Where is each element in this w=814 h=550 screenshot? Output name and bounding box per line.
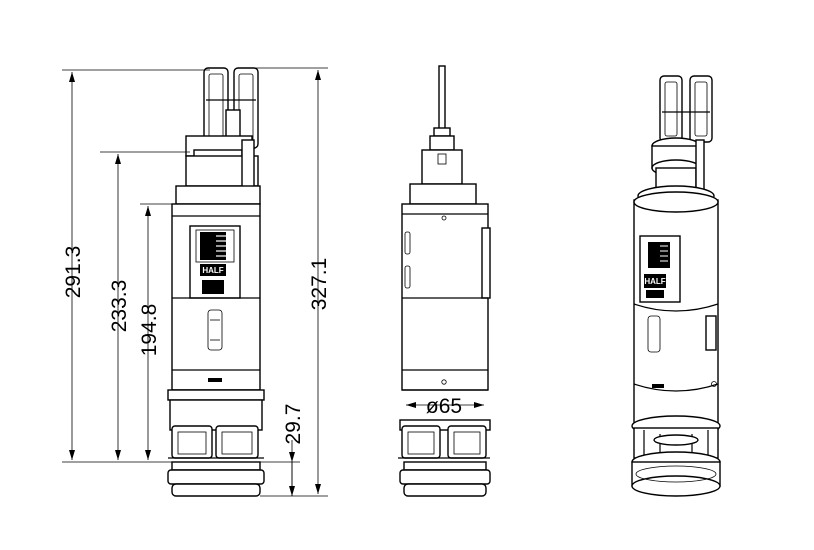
dim-body-height: 194.8 [138,304,161,357]
side-view: ø65 [398,65,491,497]
iso-half-label: HALF [644,277,665,286]
dim-total-height: 291.3 [62,246,85,299]
isometric-view: HALF [631,75,721,497]
dim-overall-height: 327.1 [308,258,331,311]
front-lower-cage [167,389,265,459]
front-view: HALF [167,67,265,497]
dim-upper-height: 233.3 [108,280,131,333]
dimension-lines-left [62,67,328,497]
front-main-body: HALF [171,203,261,391]
front-base-seal [167,461,265,497]
iso-level-marks [660,245,668,262]
front-level-marks [216,235,226,257]
front-collar [175,135,261,205]
dimension-labels: 291.3 233.3 194.8 327.1 29.7 [62,246,331,445]
dim-base-height: 29.7 [282,404,305,445]
dim-diameter: ø65 [426,395,462,418]
front-half-label: HALF [202,266,223,275]
